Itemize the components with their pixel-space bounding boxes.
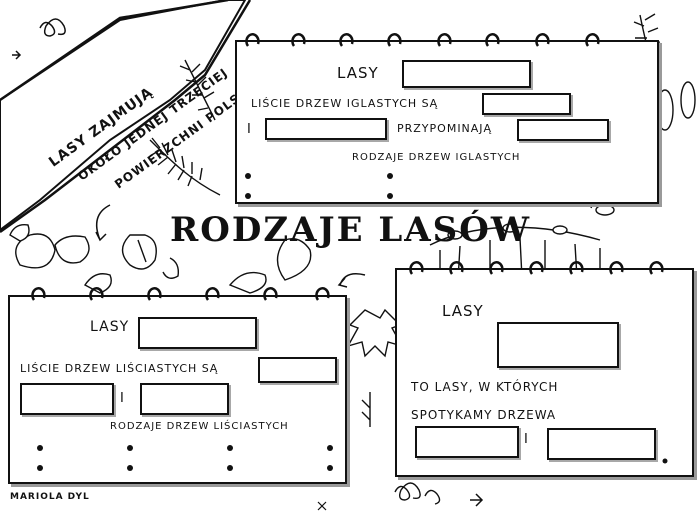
conifer-leaves-field-2[interactable] <box>265 118 387 140</box>
conifer-card: LASY LIŚCIE DRZEW IGLASTYCH SĄ I PRZYPOM… <box>235 40 659 204</box>
deciduous-leaves-field-3[interactable] <box>140 383 229 415</box>
deciduous-leaves-field-1[interactable] <box>258 357 337 383</box>
deciduous-and-word: I <box>120 391 125 406</box>
mixed-and-word: I <box>524 432 529 447</box>
mixed-line1: TO LASY, W KTÓRYCH <box>411 380 559 394</box>
mixed-card: LASY TO LASY, W KTÓRYCH SPOTYKAMY DRZEWA… <box>395 268 694 477</box>
conifer-types-label: RODZAJE DRZEW IGLASTYCH <box>352 152 521 163</box>
leaf-icon <box>9 224 157 270</box>
deciduous-type-field[interactable] <box>138 317 257 349</box>
conifer-resemble: PRZYPOMINAJĄ <box>397 122 493 135</box>
conifer-leaves-field-1[interactable] <box>482 93 571 115</box>
conifer-resemble-field[interactable] <box>517 119 609 141</box>
conifer-heading: LASY <box>337 64 379 82</box>
mixed-tree-field-1[interactable] <box>415 426 519 458</box>
deciduous-heading: LASY <box>90 319 130 335</box>
oak-leaf-icon <box>83 238 312 294</box>
mixed-type-field[interactable] <box>497 322 619 368</box>
mixed-line2: SPOTYKAMY DRZEWA <box>411 408 557 422</box>
deciduous-line1: LIŚCIE DRZEW LIŚCIASTYCH SĄ <box>20 362 219 375</box>
mixed-heading: LASY <box>442 302 484 320</box>
deciduous-leaves-field-2[interactable] <box>20 383 114 415</box>
conifer-type-field[interactable] <box>402 60 531 88</box>
mixed-tree-field-2[interactable] <box>547 428 656 460</box>
pine-branch-icon <box>149 59 221 196</box>
maple-leaf-icon <box>346 308 404 427</box>
conifer-and-word: I <box>247 122 252 137</box>
deciduous-card: LASY LIŚCIE DRZEW LIŚCIASTYCH SĄ I RODZA… <box>8 295 347 484</box>
author-signature: MARIOLA DYL <box>10 492 90 502</box>
deciduous-types-label: RODZAJE DRZEW LIŚCIASTYCH <box>110 421 289 432</box>
conifer-line1: LIŚCIE DRZEW IGLASTYCH SĄ <box>251 97 439 110</box>
page-title: RODZAJE LASÓW <box>170 210 532 250</box>
